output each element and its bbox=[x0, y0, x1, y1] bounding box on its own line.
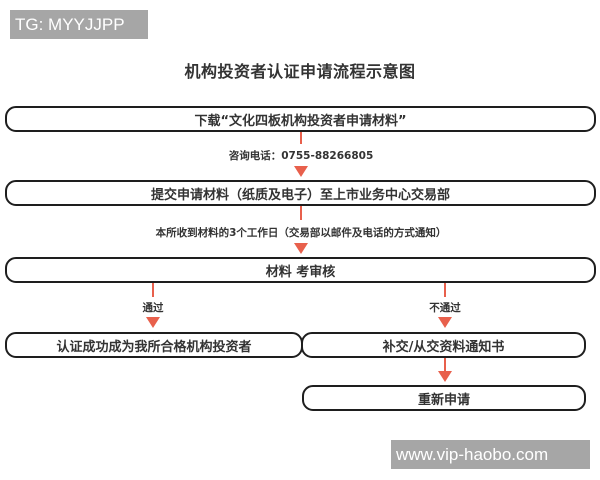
watermark-bottom: www.vip-haobo.com bbox=[391, 440, 590, 469]
step-submit-label: 提交申请材料（纸质及电子）至上市业务中心交易部 bbox=[150, 187, 450, 203]
step-notice: 补交/从交资料通知书 bbox=[301, 332, 586, 358]
connector-line bbox=[152, 283, 154, 297]
step-success: 认证成功成为我所合格机构投资者 bbox=[5, 332, 303, 358]
edge-label-phone: 咨询电话：0755-88266805 bbox=[200, 148, 402, 163]
arrow-down-icon bbox=[294, 243, 308, 254]
step-reapply: 重新申请 bbox=[302, 385, 586, 411]
step-review-label: 材料 考审核 bbox=[265, 264, 336, 280]
arrow-down-icon bbox=[294, 166, 308, 177]
arrow-down-icon bbox=[438, 371, 452, 382]
step-download-label: 下载“文化四板机构投资者申请材料” bbox=[194, 113, 407, 129]
edge-label-working-days: 本所收到材料的3个工作日（交易部以邮件及电话的方式通知） bbox=[100, 225, 502, 240]
step-review: 材料 考审核 bbox=[5, 257, 596, 283]
step-notice-label: 补交/从交资料通知书 bbox=[382, 339, 505, 355]
arrow-down-icon bbox=[146, 317, 160, 328]
step-reapply-label: 重新申请 bbox=[417, 392, 470, 408]
watermark-top: TG: MYYJJPP bbox=[10, 10, 148, 39]
diagram-title: 机构投资者认证申请流程示意图 bbox=[184, 62, 416, 81]
step-download: 下载“文化四板机构投资者申请材料” bbox=[5, 106, 596, 132]
connector-line bbox=[444, 358, 446, 372]
edge-label-pass: 通过 bbox=[133, 300, 173, 315]
connector-line bbox=[300, 132, 302, 144]
edge-label-fail: 不通过 bbox=[420, 300, 470, 315]
connector-line bbox=[300, 206, 302, 220]
step-submit: 提交申请材料（纸质及电子）至上市业务中心交易部 bbox=[5, 180, 596, 206]
arrow-down-icon bbox=[438, 317, 452, 328]
connector-line bbox=[444, 283, 446, 297]
step-success-label: 认证成功成为我所合格机构投资者 bbox=[56, 339, 252, 355]
